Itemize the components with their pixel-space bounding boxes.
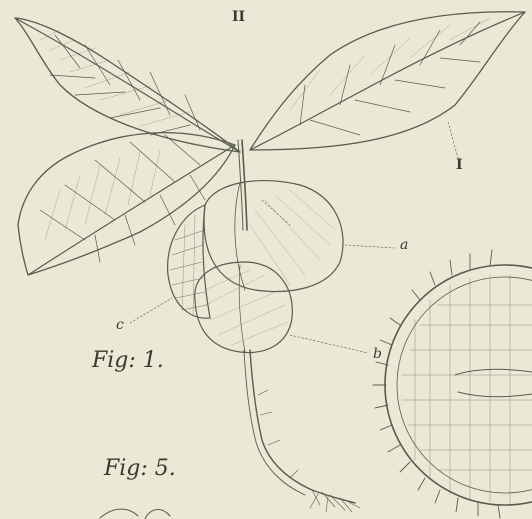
figure-1-caption: Fig: 1. <box>92 350 164 372</box>
cotyledon-b <box>195 262 293 353</box>
root <box>244 350 360 512</box>
cross-section <box>373 250 532 518</box>
leaf-lower-left <box>18 133 235 275</box>
partial-figure-edge <box>100 509 170 519</box>
leader-lines <box>130 122 458 353</box>
cotyledon-a <box>204 181 343 292</box>
figure-5-caption: Fig: 5. <box>104 458 176 480</box>
leaf-upper-right <box>250 12 525 150</box>
leaf-upper-left <box>15 18 240 152</box>
label-part-b: b <box>373 347 382 361</box>
label-part-a: a <box>400 238 408 252</box>
label-part-c: c <box>116 318 124 332</box>
label-leaf-i: I <box>456 158 463 172</box>
cotyledon-c <box>168 205 210 318</box>
label-leaf-ii: II <box>232 10 245 24</box>
